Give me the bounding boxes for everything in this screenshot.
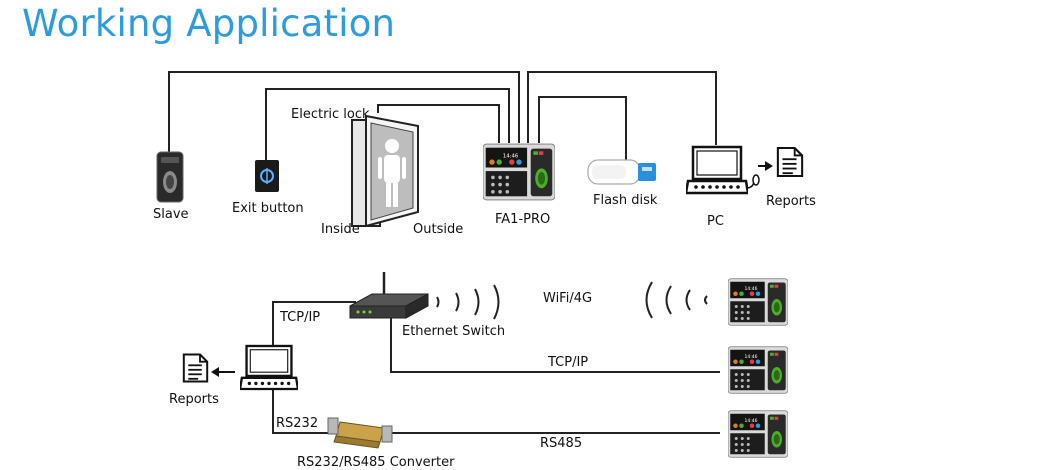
reports-left: Reports — [169, 353, 235, 407]
electric-lock-label: Electric lock — [291, 107, 370, 122]
computer-icon-left — [240, 344, 298, 391]
ethernet-switch-label: Ethernet Switch — [402, 324, 505, 339]
wire-pc-device3 — [272, 388, 720, 434]
report-document-icon — [776, 146, 804, 178]
fa1-pro-label: FA1-PRO — [495, 212, 550, 227]
exit-button-device: Exit button — [232, 160, 304, 216]
exit-button-label: Exit button — [232, 201, 304, 216]
tcpip-left-label: TCP/IP — [279, 310, 320, 325]
wiring-lines — [168, 71, 717, 160]
slave-reader: Slave — [153, 151, 189, 222]
reports-left-label: Reports — [169, 392, 219, 407]
flash-disk-device: Flash disk — [587, 159, 658, 208]
fingerprint-reader-icon — [156, 151, 184, 203]
network-lines — [272, 301, 720, 434]
slave-label: Slave — [153, 207, 189, 222]
wire-pc — [527, 71, 717, 145]
inside-label: Inside — [321, 222, 360, 237]
wifi-waves-out-icon — [436, 284, 500, 320]
rs485-label: RS485 — [540, 436, 582, 451]
wifi-signal — [436, 281, 708, 320]
wire-switch-device2 — [390, 318, 720, 373]
outside-label: Outside — [413, 222, 463, 237]
report-document-icon-left — [182, 353, 209, 383]
wifi-label: WiFi/4G — [543, 291, 592, 306]
door-icon — [351, 114, 419, 228]
flash-disk-label: Flash disk — [593, 193, 658, 208]
pc-device: PC — [686, 145, 773, 229]
wire-slave — [168, 71, 520, 152]
page-title: Working Application — [22, 2, 396, 45]
wifi-waves-in-icon — [645, 281, 708, 319]
rs232-label: RS232 — [276, 416, 318, 431]
wire-flash-disk — [538, 96, 627, 160]
fa1-pro-terminal-icon-wifi — [728, 278, 788, 326]
ethernet-switch-device: TCP/IP Ethernet Switch — [279, 272, 505, 339]
tcpip-mid-label: TCP/IP — [547, 355, 588, 370]
fa1-pro-device: FA1-PRO — [483, 143, 555, 227]
fa1-pro-terminal-icon-rs485 — [728, 410, 788, 458]
wire-electric-lock — [377, 104, 500, 143]
pc-label: PC — [707, 214, 724, 229]
ethernet-switch-icon — [349, 272, 429, 319]
reports-top: Reports — [766, 146, 816, 209]
pc-left-device — [240, 344, 298, 391]
fa1-pro-terminal-icon — [483, 143, 555, 201]
door-assembly: Electric lock Inside Outside — [291, 107, 463, 237]
usb-flash-disk-icon — [587, 159, 656, 185]
wire-exit-button — [265, 88, 510, 160]
fa1-pro-terminal-icon-tcpip — [728, 346, 788, 394]
converter-label: RS232/RS485 Converter — [297, 455, 455, 470]
rs232-rs485-converter-icon — [327, 417, 393, 449]
wire-pc-switch — [272, 301, 356, 346]
reports-top-label: Reports — [766, 194, 816, 209]
computer-icon — [686, 145, 748, 195]
exit-button-icon — [255, 160, 279, 192]
